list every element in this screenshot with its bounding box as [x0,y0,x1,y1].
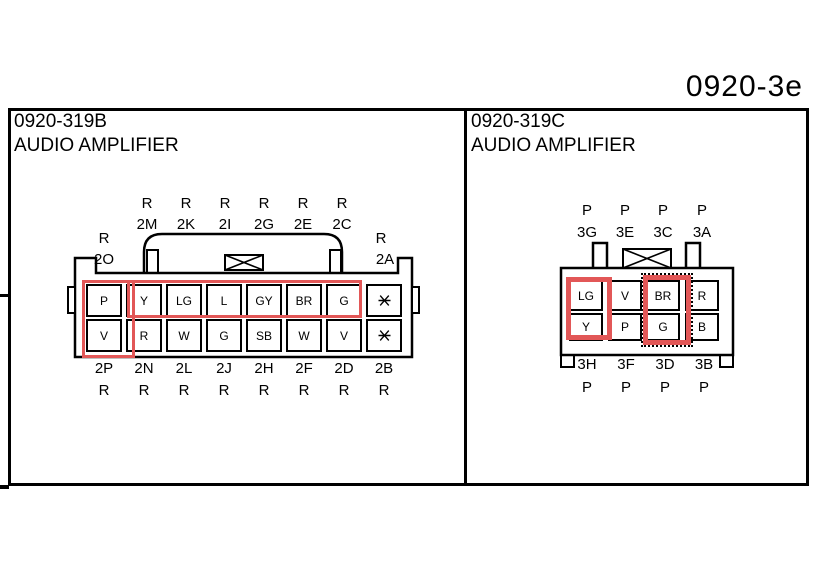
wire-color-label: P [581,202,593,219]
pin-cell: L [206,284,242,317]
page-code: 0920-3e [685,70,803,103]
wire-color-label: R [336,195,348,212]
pin-cell: P [86,284,122,317]
crossed-box-icon [622,248,672,269]
pin-id-label: 2O [93,251,115,268]
pin-id-label: 2A [375,251,395,268]
pin-cell: W [286,319,322,352]
pin-cell [366,319,402,352]
wire-color-label: P [619,202,631,219]
wire-color-label: P [581,379,593,396]
wire-color-label: R [258,382,270,399]
top-tab [591,241,609,271]
panel-divider [464,108,467,486]
left-edge-stub-top [0,294,9,297]
pin-id-label: 3E [615,224,635,241]
pin-id-label: 2I [218,216,232,233]
left-edge-stub-bottom [0,485,9,489]
pin-cell: V [608,280,642,311]
pin-cell: LG [166,284,202,317]
pin-id-label: 2D [334,360,354,377]
pin-id-label: 2L [175,360,193,377]
wire-color-label: P [698,379,710,396]
panel-c-header: 0920-319C AUDIO AMPLIFIER [471,110,636,158]
wire-color-label: R [258,195,270,212]
pin-cell: Y [569,313,603,341]
wire-color-label: P [696,202,708,219]
asterisk-icon [378,295,390,306]
side-lock-tab [67,286,76,314]
pin-cell: R [685,280,719,311]
pin-cell: B [685,313,719,341]
pin-cell: V [86,319,122,352]
top-tab [684,241,702,271]
pin-cell: R [126,319,162,352]
pin-id-label: 2G [253,216,275,233]
asterisk-icon [378,330,390,341]
connector-code: 0920-319C [471,111,566,132]
pin-id-label: 2P [94,360,114,377]
pin-cell: GY [246,284,282,317]
pin-id-label: 2M [136,216,158,233]
wire-color-label: R [378,382,390,399]
pin-id-label: 2E [293,216,313,233]
pin-cell: G [326,284,362,317]
wire-color-label: R [375,230,387,247]
wire-color-label: P [620,379,632,396]
wire-color-label: P [659,379,671,396]
wire-color-label: R [219,195,231,212]
pin-id-label: 2K [176,216,196,233]
wire-color-label: R [178,382,190,399]
crossed-box-icon [224,254,264,271]
pin-id-label: 3H [577,356,597,373]
pin-cell: G [206,319,242,352]
wire-color-label: R [180,195,192,212]
pin-id-label: 3A [692,224,712,241]
pin-id-label: 3C [653,224,673,241]
pin-cell: W [166,319,202,352]
pin-id-label: 2J [216,360,232,377]
pin-cell: LG [569,280,603,311]
connector-name: AUDIO AMPLIFIER [14,135,179,156]
connector-name: AUDIO AMPLIFIER [471,135,636,156]
wire-color-label: R [141,195,153,212]
wire-color-label: R [338,382,350,399]
side-lock-tab [411,286,420,314]
wire-color-label: P [657,202,669,219]
wire-color-label: R [138,382,150,399]
pin-id-label: 2B [374,360,394,377]
pin-id-label: 3F [617,356,635,373]
pin-id-label: 2H [254,360,274,377]
wire-color-label: R [297,195,309,212]
pin-id-label: 2N [134,360,154,377]
latch-slot [146,249,159,275]
pin-cell: BR [646,280,680,311]
content-frame [8,108,809,486]
pin-cell: P [608,313,642,341]
wire-color-label: R [298,382,310,399]
pin-cell: SB [246,319,282,352]
pin-id-label: 3B [694,356,714,373]
wire-color-label: R [98,382,110,399]
pin-cell: Y [126,284,162,317]
pin-cell: G [646,313,680,341]
connector-code: 0920-319B [14,111,107,132]
wire-color-label: R [218,382,230,399]
panel-b-header: 0920-319B AUDIO AMPLIFIER [14,110,179,158]
pin-id-label: 3D [655,356,675,373]
pin-cell: BR [286,284,322,317]
pin-id-label: 3G [576,224,598,241]
pin-cell: V [326,319,362,352]
pin-cell [366,284,402,317]
wire-color-label: R [98,230,110,247]
pin-id-label: 2C [332,216,352,233]
latch-slot [329,249,342,275]
pin-id-label: 2F [295,360,313,377]
harness-cover-outline [142,232,344,274]
